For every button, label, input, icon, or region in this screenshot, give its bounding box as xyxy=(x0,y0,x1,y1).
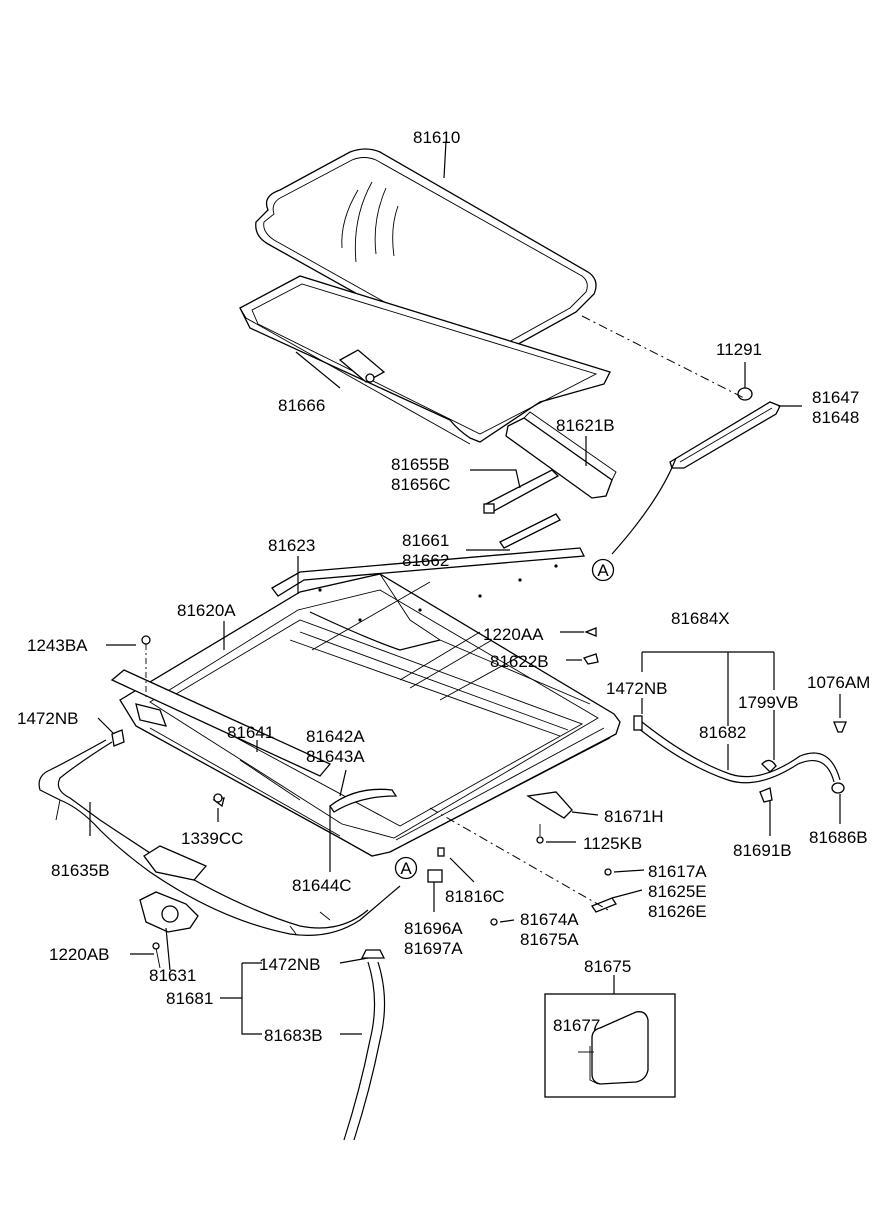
label-81641: 81641 xyxy=(227,723,274,742)
deflector-81655B xyxy=(483,469,560,514)
label-81631: 81631 xyxy=(149,966,196,985)
label-81696A: 81696A xyxy=(404,919,463,938)
label-1472NB-left: 1472NB xyxy=(17,709,78,728)
sunroof-motor-81631 xyxy=(139,845,208,969)
label-1472NB-bottom: 1472NB xyxy=(259,955,320,974)
label-81620A: 81620A xyxy=(177,601,236,620)
svg-text:A: A xyxy=(400,859,412,878)
label-81697A: 81697A xyxy=(404,939,463,958)
label-1339CC: 1339CC xyxy=(181,829,243,848)
label-81684X: 81684X xyxy=(671,609,730,628)
label-1799VB: 1799VB xyxy=(738,693,799,712)
label-81655B: 81655B xyxy=(391,455,450,474)
label-81662: 81662 xyxy=(402,551,449,570)
label-81683B: 81683B xyxy=(264,1026,323,1045)
label-81625E: 81625E xyxy=(648,882,707,901)
label-81677: 81677 xyxy=(553,1016,600,1035)
label-81674A: 81674A xyxy=(520,910,579,929)
label-81666: 81666 xyxy=(278,396,325,415)
side-rail-81647 xyxy=(669,387,781,469)
label-81642A: 81642A xyxy=(306,727,365,746)
label-81675: 81675 xyxy=(584,957,631,976)
label-81648: 81648 xyxy=(812,408,859,427)
label-1472NB-right: 1472NB xyxy=(606,679,667,698)
drain-hose-81682 xyxy=(633,715,845,794)
seal-strip-81661 xyxy=(499,513,561,549)
label-81623: 81623 xyxy=(268,536,315,555)
label-81621B: 81621B xyxy=(556,416,615,435)
leader-lines xyxy=(89,140,841,1060)
label-1220AB: 1220AB xyxy=(49,945,110,964)
glass-panel-81610 xyxy=(255,148,597,360)
label-81661: 81661 xyxy=(402,531,449,550)
part-labels: 81610 81666 11291 81647 81648 81621B 816… xyxy=(17,128,870,1045)
label-81682: 81682 xyxy=(699,723,746,742)
label-81686B: 81686B xyxy=(809,828,868,847)
label-81610: 81610 xyxy=(413,128,460,147)
sunshade-frame-81666 xyxy=(239,275,611,445)
callout-a-left: A xyxy=(394,856,418,880)
label-1220AA: 1220AA xyxy=(483,625,544,644)
drive-cables-81635B xyxy=(38,739,401,936)
fasteners xyxy=(111,627,847,926)
label-1243BA: 1243BA xyxy=(27,636,88,655)
label-81622B: 81622B xyxy=(490,652,549,671)
callout-a-right: A xyxy=(591,558,615,582)
label-81681: 81681 xyxy=(166,989,213,1008)
label-1076AM: 1076AM xyxy=(807,673,870,692)
guide-rail-81621B xyxy=(505,411,617,499)
svg-text:A: A xyxy=(597,561,609,580)
label-81691B: 81691B xyxy=(733,841,792,860)
sunroof-main-frame xyxy=(110,547,621,857)
label-11291: 11291 xyxy=(716,340,762,359)
label-81617A: 81617A xyxy=(648,862,707,881)
label-81647: 81647 xyxy=(812,388,859,407)
label-81816C: 81816C xyxy=(445,887,505,906)
label-81643A: 81643A xyxy=(306,747,365,766)
label-81644C: 81644C xyxy=(292,876,352,895)
label-81656C: 81656C xyxy=(391,475,451,494)
rail-holes xyxy=(318,564,558,622)
label-81635B: 81635B xyxy=(51,861,110,880)
label-81671H: 81671H xyxy=(604,807,664,826)
label-81626E: 81626E xyxy=(648,902,707,921)
label-81675A: 81675A xyxy=(520,930,579,949)
inset-box-81675 xyxy=(544,993,676,1098)
drain-hose-81683B xyxy=(343,949,386,1141)
label-1125KB: 1125KB xyxy=(583,834,642,853)
